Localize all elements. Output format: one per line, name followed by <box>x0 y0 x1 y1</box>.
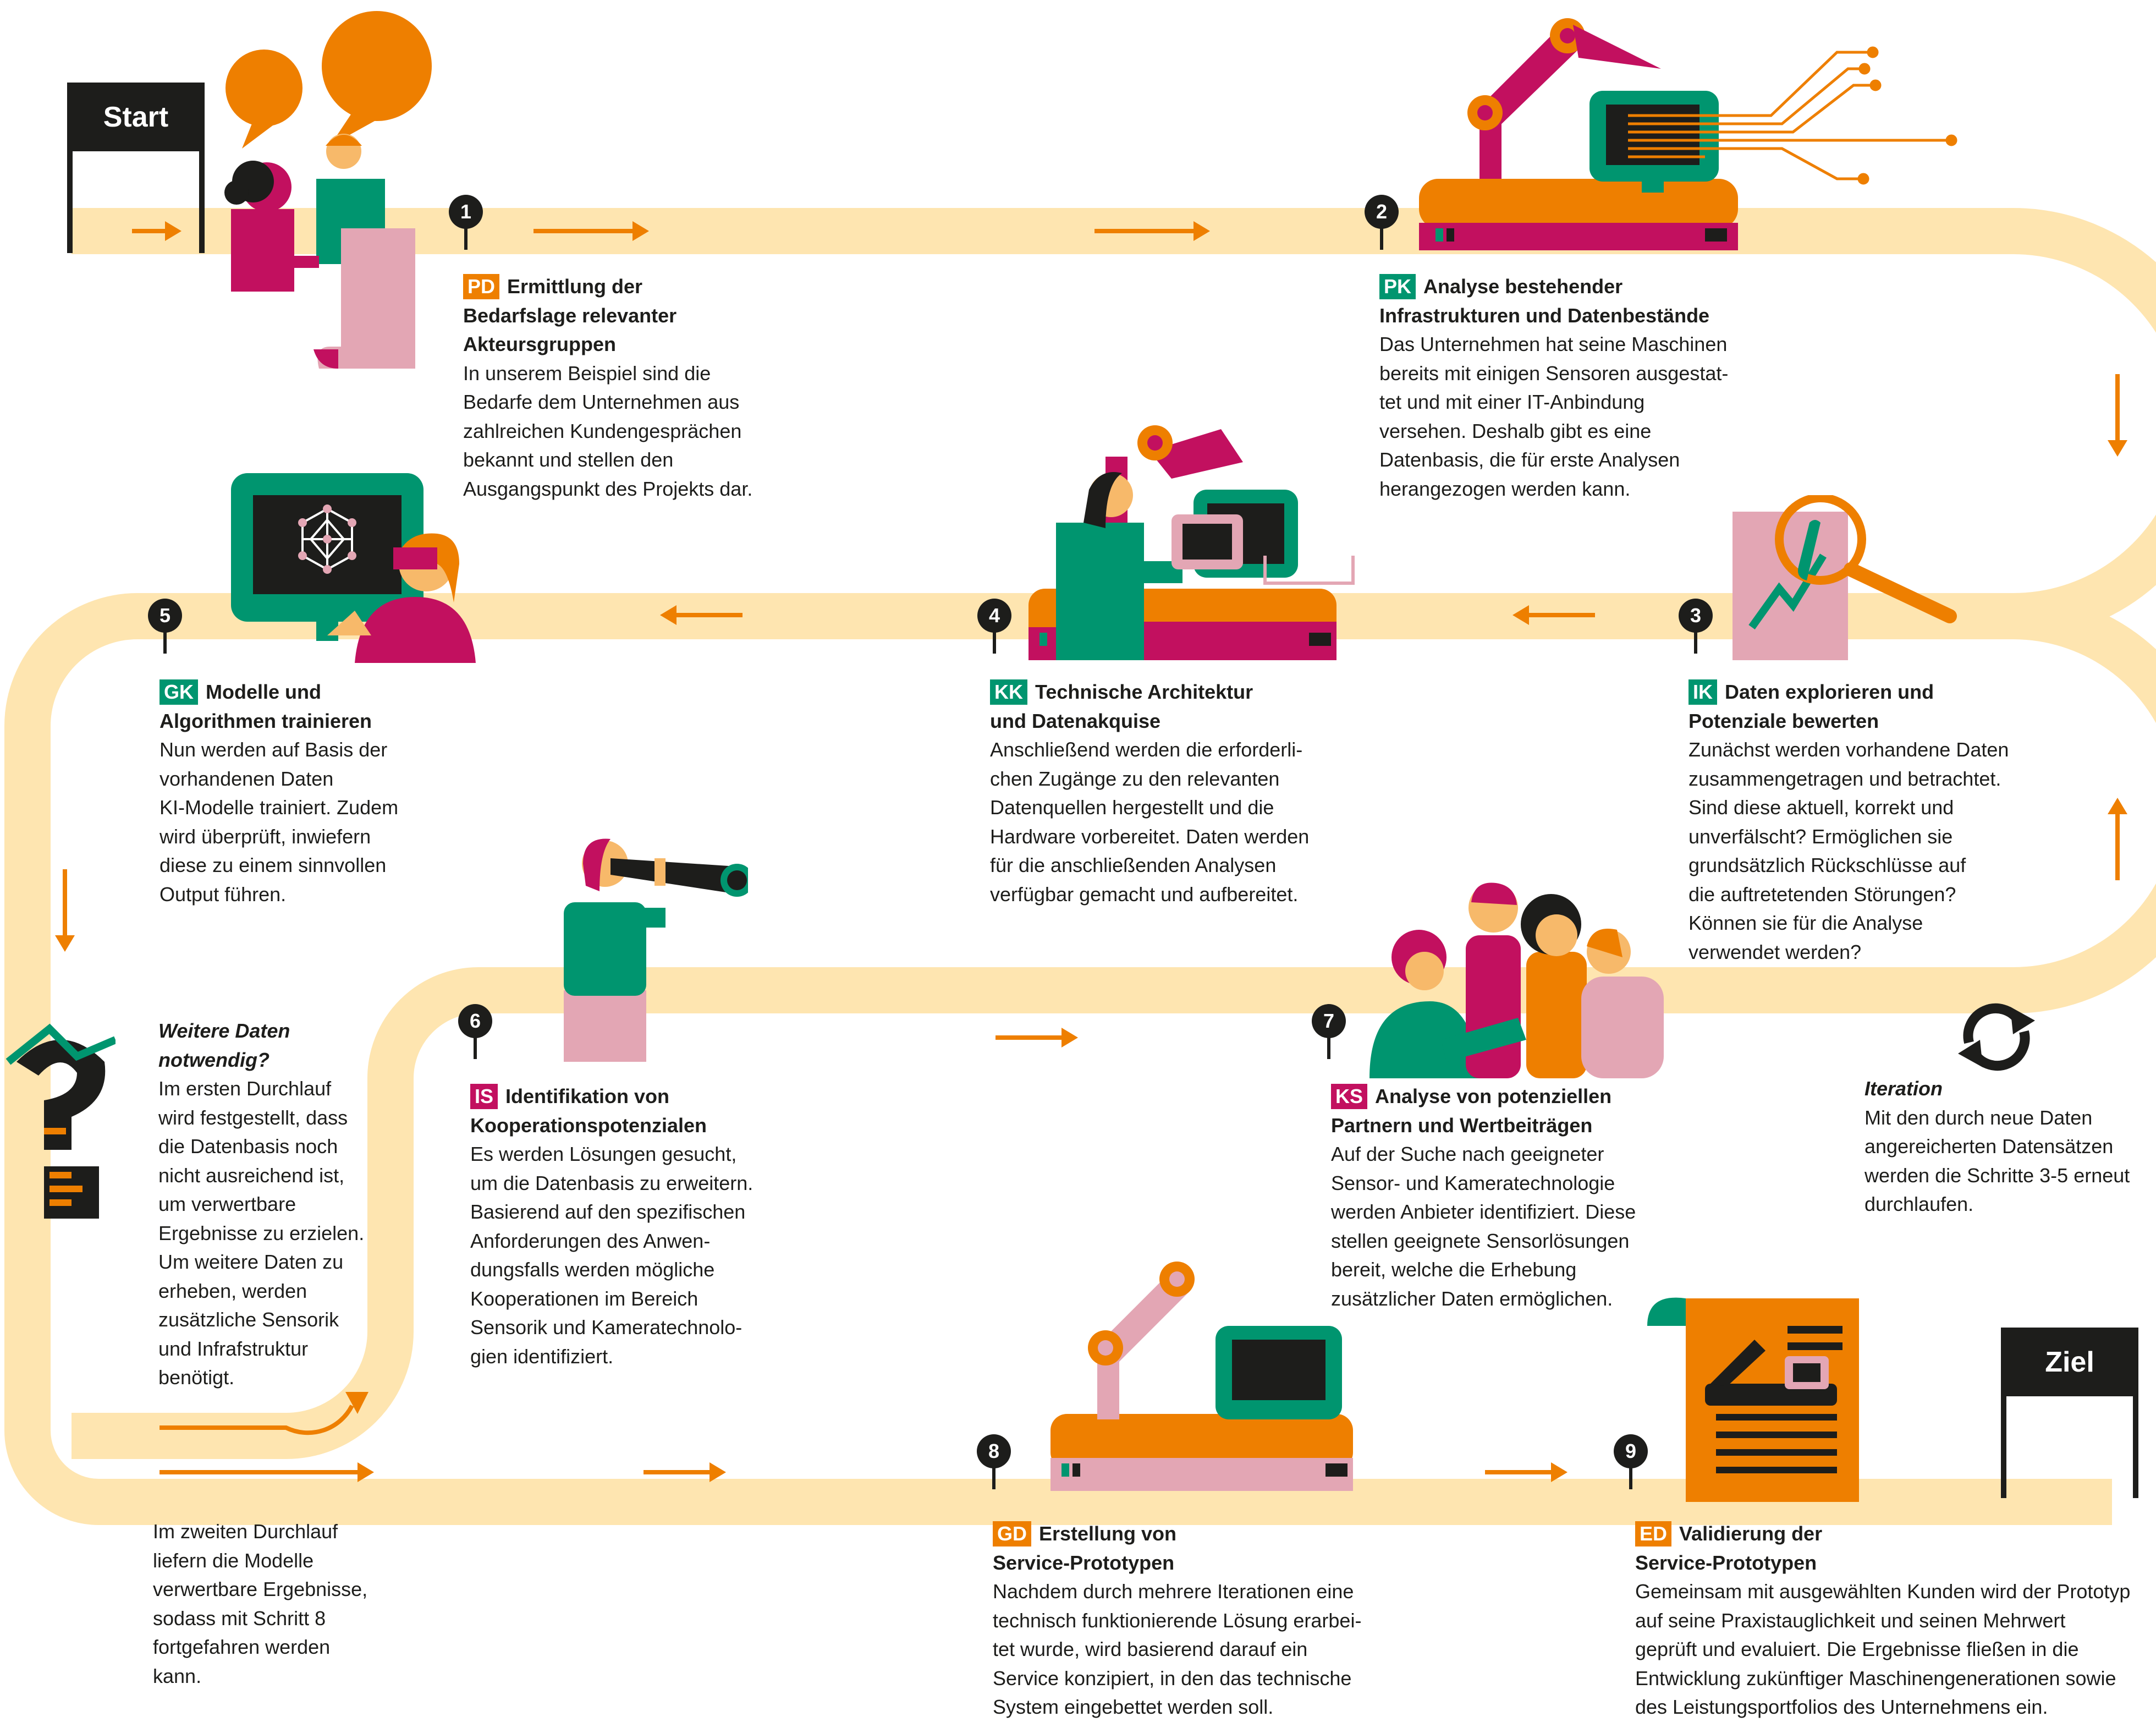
arrow-icon <box>996 1028 1078 1048</box>
step-3-body: Zunächst werden vorhandene Daten zusamme… <box>1689 738 2009 963</box>
arrow-icon <box>1513 605 1595 625</box>
stakeholder-illustration <box>224 11 432 369</box>
arrow-icon <box>2108 374 2127 457</box>
badge-ik: IK <box>1689 679 1717 705</box>
note-weitere-title: Weitere Daten notwendig? <box>158 1019 290 1071</box>
step-2-body: Das Unternehmen hat seine Maschinen bere… <box>1379 333 1729 500</box>
document-icon <box>1705 1326 1843 1473</box>
step-9-body: Gemeinsam mit ausgewählten Kunden wird d… <box>1635 1580 2131 1718</box>
note-zweiter-durchlauf: Im zweiten Durchlauf liefern die Modelle… <box>153 1517 417 1691</box>
goal-sign: Ziel <box>2001 1328 2138 1498</box>
arrow-icon <box>160 1392 369 1435</box>
robot-arm-icon <box>1088 1262 1195 1419</box>
note-zweiter-body: Im zweiten Durchlauf liefern die Modelle… <box>153 1520 368 1687</box>
question-mark-icon <box>6 1023 116 1219</box>
iteration-icon <box>1958 1003 2035 1071</box>
architecture-illustration <box>1028 425 1355 660</box>
arrow-icon <box>160 1462 374 1482</box>
arrow-icon <box>55 869 75 952</box>
note-iteration: Iteration Mit den durch neue Daten anger… <box>1865 1074 2150 1219</box>
badge-kk: KK <box>990 679 1027 705</box>
badge-gk: GK <box>160 679 198 705</box>
arrow-icon <box>644 1462 726 1482</box>
note-weitere-body: Im ersten Durchlauf wird festgestellt, d… <box>158 1077 365 1389</box>
step-4-title: Technische Architektur und Datenakquise <box>990 681 1253 732</box>
circuit-icon <box>1628 46 1957 185</box>
step-8-body: Nachdem durch mehrere Iterationen eine t… <box>993 1580 1362 1718</box>
infrastructure-illustration <box>1419 18 1957 250</box>
arrow-icon <box>660 605 743 625</box>
arrow-icon <box>2108 798 2127 880</box>
note-weitere-daten: Weitere Daten notwendig? Im ersten Durch… <box>158 1017 444 1392</box>
step-8-title: Erstellung von Service-Prototypen <box>993 1522 1177 1574</box>
train-model-illustration <box>231 473 476 663</box>
document-icon <box>314 228 415 369</box>
explore-illustration <box>1733 495 1957 660</box>
step-1-body: In unserem Beispiel sind die Bedarfe dem… <box>463 361 753 500</box>
badge-is: IS <box>470 1084 498 1109</box>
badge-pk: PK <box>1379 274 1416 299</box>
step-4-body: Anschließend werden die erforderli- chen… <box>990 738 1310 906</box>
start-label: Start <box>67 83 205 151</box>
telescope-illustration <box>564 838 748 1062</box>
validation-illustration <box>1647 1297 1859 1502</box>
step-7-title: Analyse von potenziellen Partnern und We… <box>1331 1085 1612 1137</box>
step-5-title: Modelle und Algorithmen trainieren <box>160 681 372 732</box>
monitor-icon <box>1216 1326 1342 1419</box>
magnifier-icon <box>1775 495 1957 623</box>
step-3-title: Daten explorieren und Potenziale bewerte… <box>1689 681 1934 732</box>
badge-ed: ED <box>1635 1521 1672 1546</box>
step-6-body: Es werden Lösungen gesucht, um die Daten… <box>470 1143 754 1368</box>
step-1-title: Ermittlung der Bedarfslage relevanter Ak… <box>463 275 677 355</box>
step-7-body: Auf der Suche nach geeigneter Sensor- un… <box>1331 1143 1636 1310</box>
speech-bubbles-icon <box>226 11 432 149</box>
tablet-icon <box>1172 514 1243 569</box>
badge-ks: KS <box>1331 1084 1368 1109</box>
network-icon <box>298 504 356 574</box>
step-2-title: Analyse bestehender Infrastrukturen und … <box>1379 275 1710 327</box>
arrow-icon <box>1094 221 1210 241</box>
partners-illustration <box>1370 882 1664 1078</box>
badge-gd: GD <box>993 1521 1031 1546</box>
step-5-body: Nun werden auf Basis der vorhandenen Dat… <box>160 738 399 906</box>
note-iteration-title: Iteration <box>1865 1077 1943 1100</box>
goal-label: Ziel <box>2001 1328 2138 1396</box>
badge-pd: PD <box>463 274 500 299</box>
people-icon <box>224 134 385 292</box>
step-6-title: Identifikation von Kooperationspotenzial… <box>470 1085 707 1137</box>
step-9-title: Validierung der Service-Prototypen <box>1635 1522 1823 1574</box>
prototype-illustration <box>1050 1262 1353 1491</box>
arrow-icon <box>132 221 182 241</box>
arrow-icon <box>1485 1462 1568 1482</box>
robot-arm-icon <box>1467 18 1661 184</box>
note-iteration-body: Mit den durch neue Daten angereicherten … <box>1865 1106 2130 1216</box>
telescope-icon <box>610 858 748 897</box>
start-sign: Start <box>67 83 205 253</box>
arrow-icon <box>534 221 649 241</box>
